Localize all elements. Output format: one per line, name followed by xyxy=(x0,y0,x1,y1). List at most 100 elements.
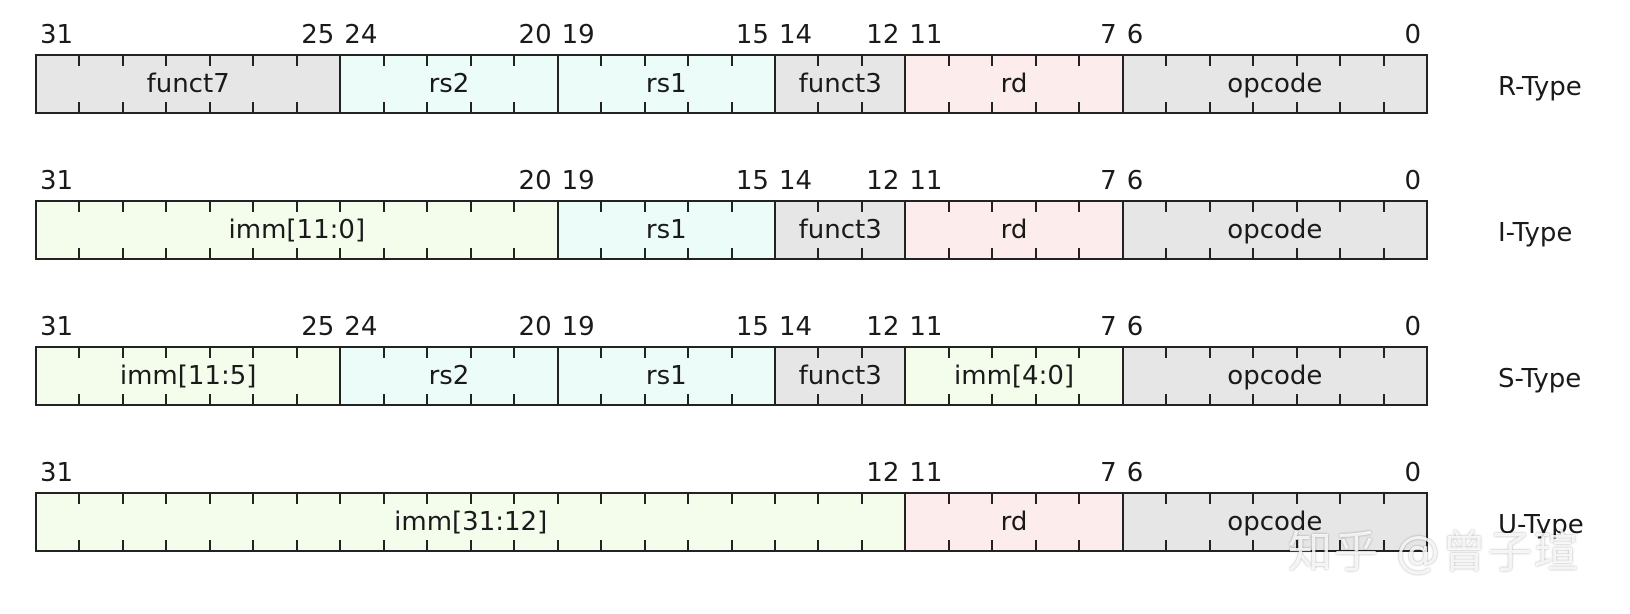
bit-tick xyxy=(165,540,168,550)
bit-tick xyxy=(991,394,994,404)
bit-tick xyxy=(643,540,646,550)
bit-label: 14 xyxy=(778,312,813,342)
bit-label: 0 xyxy=(1404,166,1421,196)
field-label: opcode xyxy=(1227,361,1323,391)
bit-tick xyxy=(1295,394,1298,404)
bit-tick xyxy=(1252,348,1255,358)
field-rs1: rs1 xyxy=(556,346,776,406)
field-label: rs1 xyxy=(645,361,687,391)
bit-tick xyxy=(469,540,472,550)
bit-tick xyxy=(643,494,646,504)
bit-tick xyxy=(947,56,950,66)
bit-tick xyxy=(1208,202,1211,212)
format-type-label: I-Type xyxy=(1498,218,1573,248)
bit-tick xyxy=(1295,102,1298,112)
bit-tick xyxy=(1034,202,1037,212)
bit-tick xyxy=(1078,540,1081,550)
bit-tick xyxy=(339,494,342,504)
bit-tick xyxy=(1208,248,1211,258)
field-label: funct3 xyxy=(798,215,882,245)
bit-tick xyxy=(382,494,385,504)
bit-tick xyxy=(513,394,516,404)
bit-tick xyxy=(1339,102,1342,112)
field-rs1: rs1 xyxy=(556,54,776,114)
bit-label: 14 xyxy=(778,20,813,50)
bit-tick xyxy=(730,494,733,504)
bit-label: 0 xyxy=(1404,312,1421,342)
bit-tick xyxy=(78,248,81,258)
bit-label: 11 xyxy=(909,458,943,488)
bit-tick xyxy=(469,56,472,66)
bit-tick xyxy=(78,102,81,112)
bit-tick xyxy=(1295,348,1298,358)
bit-tick xyxy=(947,348,950,358)
bit-tick xyxy=(730,248,733,258)
bit-tick xyxy=(165,202,168,212)
bit-tick xyxy=(730,540,733,550)
bit-tick xyxy=(382,394,385,404)
bit-tick xyxy=(513,56,516,66)
bit-tick xyxy=(295,394,298,404)
bit-tick xyxy=(121,348,124,358)
bit-tick xyxy=(1339,248,1342,258)
bit-label: 7 xyxy=(1100,166,1117,196)
bit-tick xyxy=(78,540,81,550)
bit-label: 12 xyxy=(866,166,900,196)
bit-tick xyxy=(78,202,81,212)
bit-tick xyxy=(860,102,863,112)
bit-tick xyxy=(1382,56,1385,66)
bit-label: 24 xyxy=(344,20,378,50)
bit-tick xyxy=(78,394,81,404)
field-imm-11-0: imm[11:0] xyxy=(35,200,559,260)
bit-tick xyxy=(252,102,255,112)
bit-tick xyxy=(600,348,603,358)
bit-tick xyxy=(730,202,733,212)
bit-tick xyxy=(860,248,863,258)
field-label: rs2 xyxy=(428,69,470,99)
bit-tick xyxy=(121,494,124,504)
field-label: rs1 xyxy=(645,69,687,99)
bit-tick xyxy=(121,102,124,112)
bit-tick xyxy=(208,348,211,358)
bit-tick xyxy=(643,348,646,358)
bit-tick xyxy=(295,248,298,258)
bit-tick xyxy=(860,202,863,212)
field-rd: rd xyxy=(904,492,1124,552)
bit-tick xyxy=(1165,202,1168,212)
format-type-label: S-Type xyxy=(1498,364,1582,394)
bit-tick xyxy=(817,494,820,504)
bit-tick xyxy=(1165,348,1168,358)
bit-tick xyxy=(426,56,429,66)
bit-tick xyxy=(1252,248,1255,258)
bit-label: 0 xyxy=(1404,458,1421,488)
bit-tick xyxy=(643,248,646,258)
bit-tick xyxy=(947,394,950,404)
bit-tick xyxy=(469,394,472,404)
field-label: imm[11:5] xyxy=(119,361,257,391)
bit-tick xyxy=(1339,394,1342,404)
bit-tick xyxy=(643,202,646,212)
bit-tick xyxy=(208,394,211,404)
bit-tick xyxy=(1295,248,1298,258)
bit-label: 15 xyxy=(735,20,769,50)
bit-tick xyxy=(1382,102,1385,112)
bit-tick xyxy=(252,56,255,66)
bit-tick xyxy=(991,348,994,358)
field-imm-31-12: imm[31:12] xyxy=(35,492,907,552)
bit-tick xyxy=(1295,494,1298,504)
bit-tick xyxy=(556,494,559,504)
bit-tick xyxy=(687,56,690,66)
bit-tick xyxy=(513,494,516,504)
bit-label: 20 xyxy=(518,312,552,342)
bit-tick xyxy=(991,56,994,66)
bit-tick xyxy=(295,494,298,504)
bit-tick xyxy=(947,540,950,550)
bit-tick xyxy=(1208,102,1211,112)
bit-tick xyxy=(382,248,385,258)
bit-tick xyxy=(1295,202,1298,212)
bit-tick xyxy=(1165,56,1168,66)
bit-tick xyxy=(600,540,603,550)
bit-tick xyxy=(600,56,603,66)
